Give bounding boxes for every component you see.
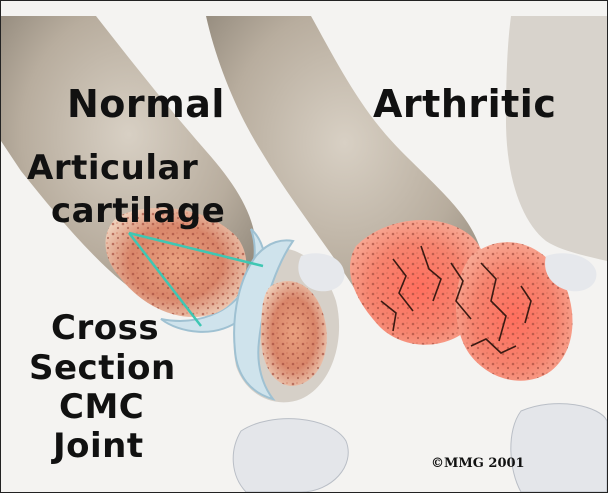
cross-section-label-line3: CMC: [59, 390, 144, 424]
arthritic-title: Arthritic: [373, 85, 556, 123]
cross-section-label-line1: Cross: [51, 311, 159, 345]
lower-bone-right: [511, 404, 607, 492]
cross-section-label-line2: Section: [29, 351, 176, 385]
normal-title: Normal: [67, 85, 225, 123]
cross-section-label-line4: Joint: [53, 429, 144, 463]
lower-bone-left: [233, 419, 348, 492]
copyright-notice: ©MMG 2001: [431, 456, 525, 471]
articular-cartilage-label-line2: cartilage: [51, 194, 225, 228]
articular-cartilage-label-line1: Articular: [27, 151, 198, 185]
